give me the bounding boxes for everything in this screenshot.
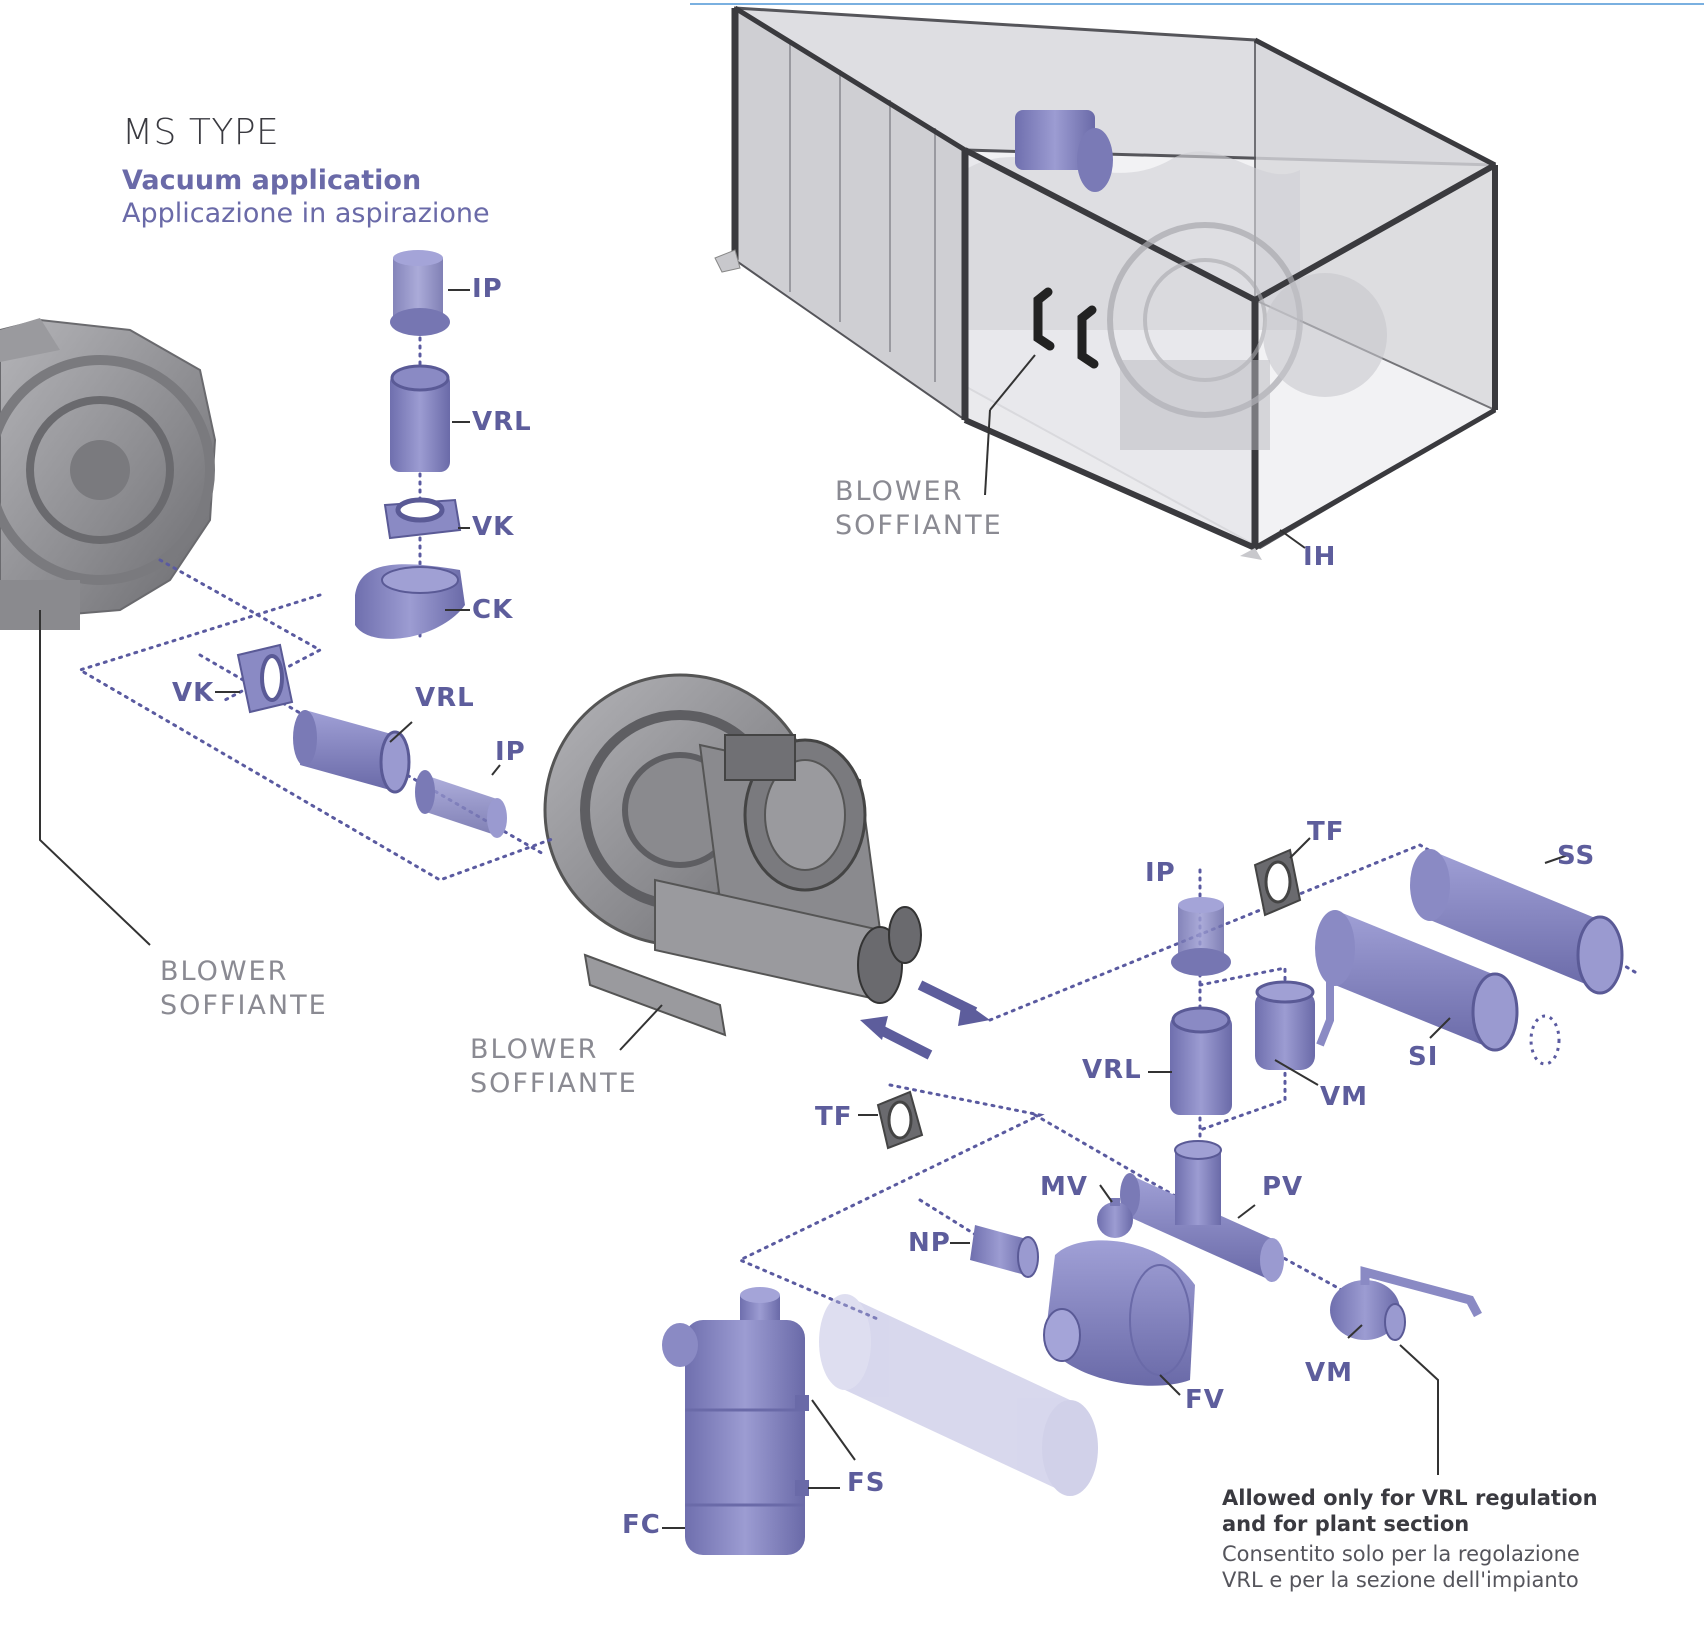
label-ih: IH xyxy=(1303,542,1337,572)
label-vrl-left: VRL xyxy=(415,683,475,713)
part-ss xyxy=(1410,849,1624,995)
label-fv: FV xyxy=(1185,1385,1225,1415)
blower-center xyxy=(543,673,922,1037)
subtitle-it: Applicazione in aspirazione xyxy=(122,198,490,229)
part-fc xyxy=(662,1287,809,1555)
note-block: Allowed only for VRL regulation and for … xyxy=(1222,1485,1598,1593)
label-vm-lower: VM xyxy=(1305,1358,1353,1388)
caption-blower-left-it: SOFFIANTE xyxy=(160,990,328,1021)
part-vrl-right xyxy=(1170,1006,1232,1115)
blower-left xyxy=(0,318,217,630)
note-it-line-2: VRL e per la sezione dell'impianto xyxy=(1222,1568,1579,1592)
note-en-line-2: and for plant section xyxy=(1222,1512,1470,1536)
caption-blower-center: BLOWER SOFFIANTE xyxy=(470,1033,638,1101)
caption-blower-left: BLOWER SOFFIANTE xyxy=(160,955,328,1023)
part-vk-left xyxy=(236,643,294,714)
label-vk-left: VK xyxy=(172,678,215,708)
part-tf-top xyxy=(1253,848,1302,917)
label-tf-low: TF xyxy=(815,1102,853,1132)
part-fv xyxy=(1043,1240,1195,1386)
label-pv: PV xyxy=(1262,1172,1304,1202)
caption-blower-center-en: BLOWER xyxy=(470,1034,599,1065)
part-ck xyxy=(355,564,465,639)
subtitle-en: Vacuum application xyxy=(122,165,422,196)
part-ip-left xyxy=(415,770,507,838)
caption-blower-left-en: BLOWER xyxy=(160,956,289,987)
label-vrl-top: VRL xyxy=(472,407,532,437)
part-np xyxy=(970,1225,1039,1278)
flow-arrows xyxy=(860,980,990,1060)
label-vrl-right: VRL xyxy=(1082,1055,1142,1085)
part-tf-low xyxy=(876,1090,924,1150)
label-tf-top: TF xyxy=(1307,817,1345,847)
label-ip-left: IP xyxy=(495,737,526,767)
page-title: MS TYPE xyxy=(122,112,280,153)
part-vk-top xyxy=(383,497,462,540)
label-vk-top: VK xyxy=(472,512,515,542)
note-en-line-1: Allowed only for VRL regulation xyxy=(1222,1486,1598,1510)
label-si: SI xyxy=(1408,1042,1439,1072)
part-vrl-top xyxy=(390,364,450,472)
label-ip-top: IP xyxy=(472,274,503,304)
part-vm-lower xyxy=(1330,1266,1482,1341)
part-vrl-left xyxy=(293,710,411,794)
caption-blower-top-it: SOFFIANTE xyxy=(835,510,1003,541)
caption-blower-center-it: SOFFIANTE xyxy=(470,1068,638,1099)
label-np: NP xyxy=(908,1228,951,1258)
part-ip-top xyxy=(390,250,450,336)
part-pv xyxy=(1120,1140,1284,1282)
label-fs: FS xyxy=(847,1468,886,1498)
label-ip-right: IP xyxy=(1145,858,1176,888)
label-ck: CK xyxy=(472,595,514,625)
part-vm-upper xyxy=(1255,961,1345,1070)
leader-lines xyxy=(39,289,1569,1529)
caption-blower-top: BLOWER SOFFIANTE xyxy=(835,475,1003,543)
part-si xyxy=(1315,910,1561,1066)
part-mv xyxy=(1097,1198,1133,1238)
caption-blower-top-en: BLOWER xyxy=(835,476,964,507)
label-ss: SS xyxy=(1557,841,1596,871)
part-fs xyxy=(819,1294,1098,1496)
enclosure-ih xyxy=(714,5,1498,560)
label-mv: MV xyxy=(1040,1172,1088,1202)
part-ip-right xyxy=(1171,897,1231,976)
label-vm-upper: VM xyxy=(1320,1082,1368,1112)
label-fc: FC xyxy=(622,1510,661,1540)
note-it-line-1: Consentito solo per la regolazione xyxy=(1222,1542,1580,1566)
